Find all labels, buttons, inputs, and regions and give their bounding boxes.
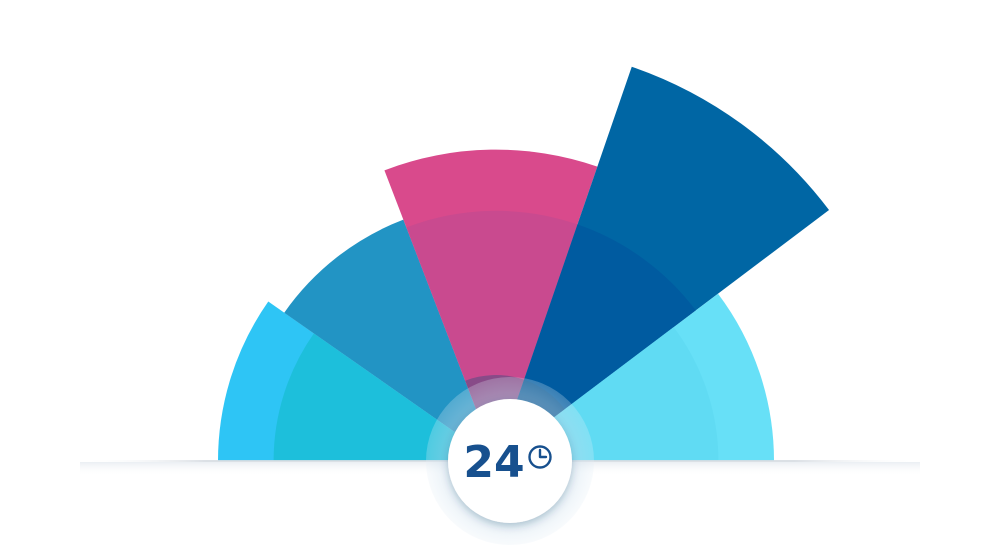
hub-circle bbox=[448, 399, 572, 523]
clock-icon bbox=[528, 445, 552, 469]
center-hub: 24 bbox=[426, 377, 594, 545]
hub-number-label: 24 bbox=[463, 437, 524, 488]
wedge-2 bbox=[284, 219, 496, 461]
wedge-overlay-2 bbox=[406, 210, 578, 461]
